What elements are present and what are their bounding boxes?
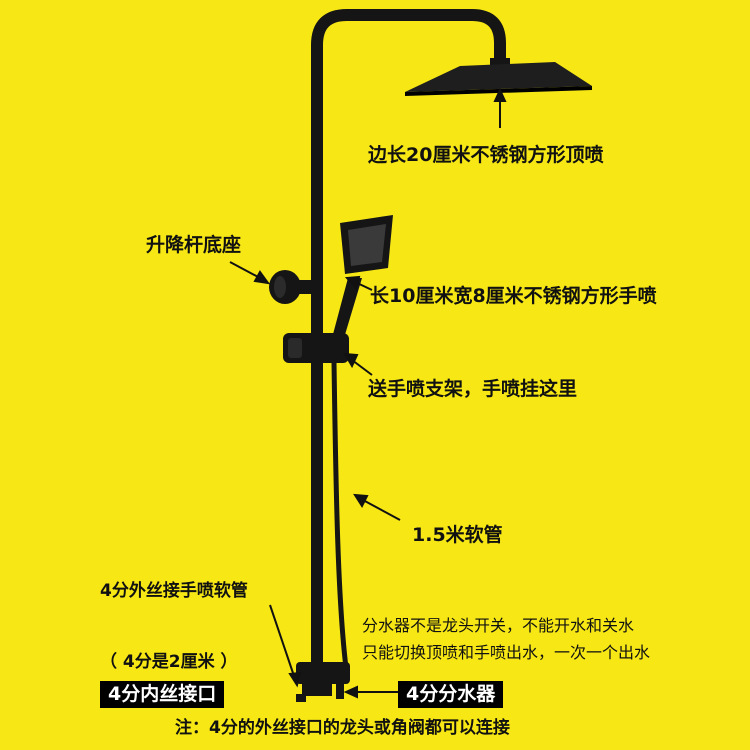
- diverter-note-line2: 只能切换顶喷和手喷出水，一次一个出水: [362, 643, 651, 662]
- hand-shower-bracket: [283, 333, 349, 363]
- label-top-shower: 边长20厘米不锈钢方形顶喷: [368, 144, 604, 166]
- shower-hose: [331, 361, 349, 669]
- footnote: 注：4分的外丝接口的龙头或角阀都可以连接: [175, 718, 510, 738]
- hand-shower: [332, 215, 393, 338]
- label-male-thread: 4分外丝接手喷软管: [100, 581, 248, 601]
- diverter-note-line1: 分水器不是龙头开关，不能开水和关水: [362, 616, 635, 635]
- pointer-arrows: [229, 87, 507, 699]
- label-diverter: 4分分水器: [398, 681, 504, 708]
- label-riser-base: 升降杆底座: [146, 234, 242, 256]
- riser-pipe: [311, 9, 506, 671]
- diverter-valve: [296, 662, 350, 702]
- label-female-thread: 4分内丝接口: [100, 681, 225, 708]
- riser-base: [269, 270, 320, 304]
- label-size-note: （ 4分是2厘米 ）: [100, 652, 238, 672]
- label-hose: 1.5米软管: [412, 524, 503, 546]
- label-bracket: 送手喷支架，手喷挂这里: [368, 378, 578, 400]
- label-hand-shower: 长10厘米宽8厘米不锈钢方形手喷: [370, 285, 657, 307]
